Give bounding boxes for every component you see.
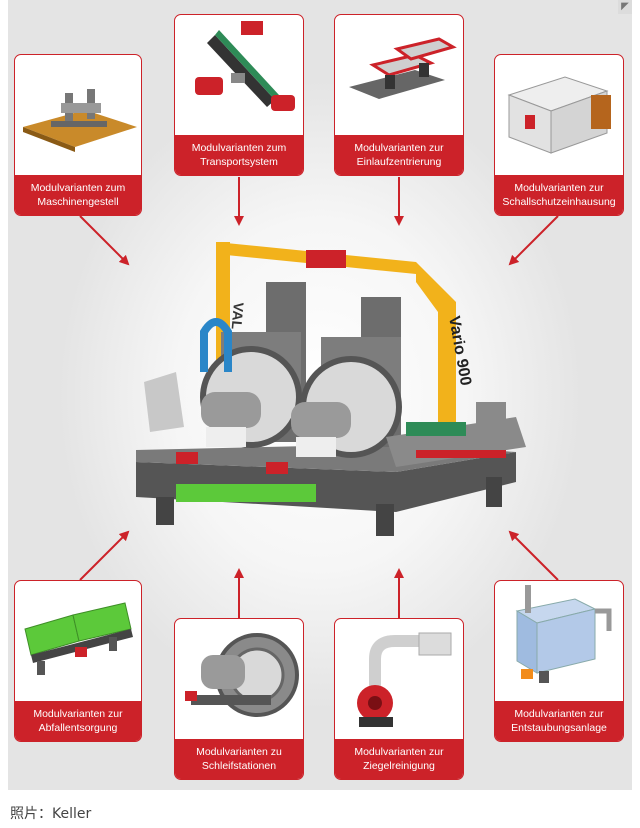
card-einlaufzentrierung: Modulvarianten zur Einlaufzentrierung — [334, 14, 464, 176]
svg-text:VAL: VAL — [229, 302, 247, 331]
card-label-line1: Modulvarianten zur — [514, 182, 604, 194]
card-label-line2: Einlaufzentrierung — [356, 156, 442, 168]
card-label-line1: Modulvarianten zur — [354, 746, 444, 758]
machine-frame-icon — [23, 89, 137, 152]
card-label-line1: Modulvarianten zum — [191, 142, 287, 154]
card-label-line1: Modulvarianten zum — [30, 182, 126, 194]
card-label-line1: Modulvarianten zur — [514, 708, 604, 720]
card-label-line2: Transportsystem — [200, 156, 278, 168]
card-label-line1: Modulvarianten zur — [354, 142, 444, 154]
card-ziegelreinigung: Modulvarianten zur Ziegelreinigung — [334, 618, 464, 780]
waste-disposal-icon — [24, 602, 133, 675]
card-schleifstationen: Modulvarianten zu Schleifstationen — [174, 618, 304, 780]
card-schallschutzeinhausung: Modulvarianten zur Schallschutzeinhausun… — [494, 54, 624, 216]
card-abfallentsorgung: Modulvarianten zur Abfallentsorgung — [14, 580, 142, 742]
grinding-station-icon — [185, 633, 299, 717]
card-label-line1: Modulvarianten zu — [196, 746, 282, 758]
diagram-figure: ◤ — [8, 0, 632, 790]
card-label-line2: Entstaubungsanlage — [511, 722, 607, 734]
card-label-line2: Maschinengestell — [37, 196, 119, 208]
grinding-machine-icon: Vario 900 VAL — [136, 242, 526, 536]
card-maschinengestell: Modulvarianten zum Maschinengestell — [14, 54, 142, 216]
soundproof-enclosure-icon — [507, 76, 611, 154]
dust-extraction-icon — [515, 585, 612, 683]
transport-system-icon — [195, 21, 295, 111]
card-entstaubungsanlage: Modulvarianten zur Entstaubungsanlage — [494, 580, 624, 742]
card-label-line2: Ziegelreinigung — [363, 760, 435, 772]
card-label-line2: Abfallentsorgung — [38, 722, 118, 734]
card-label-line2: Schallschutzeinhausung — [502, 196, 616, 208]
corner-icon: ◤ — [618, 0, 632, 14]
brick-cleaning-icon — [357, 632, 452, 727]
photo-caption: 照片：Keller — [10, 806, 92, 822]
inlet-centering-icon — [349, 37, 457, 99]
card-label-line2: Schleifstationen — [201, 760, 277, 772]
card-transportsystem: Modulvarianten zum Transportsystem — [174, 14, 304, 176]
card-label-line1: Modulvarianten zur — [33, 708, 123, 720]
